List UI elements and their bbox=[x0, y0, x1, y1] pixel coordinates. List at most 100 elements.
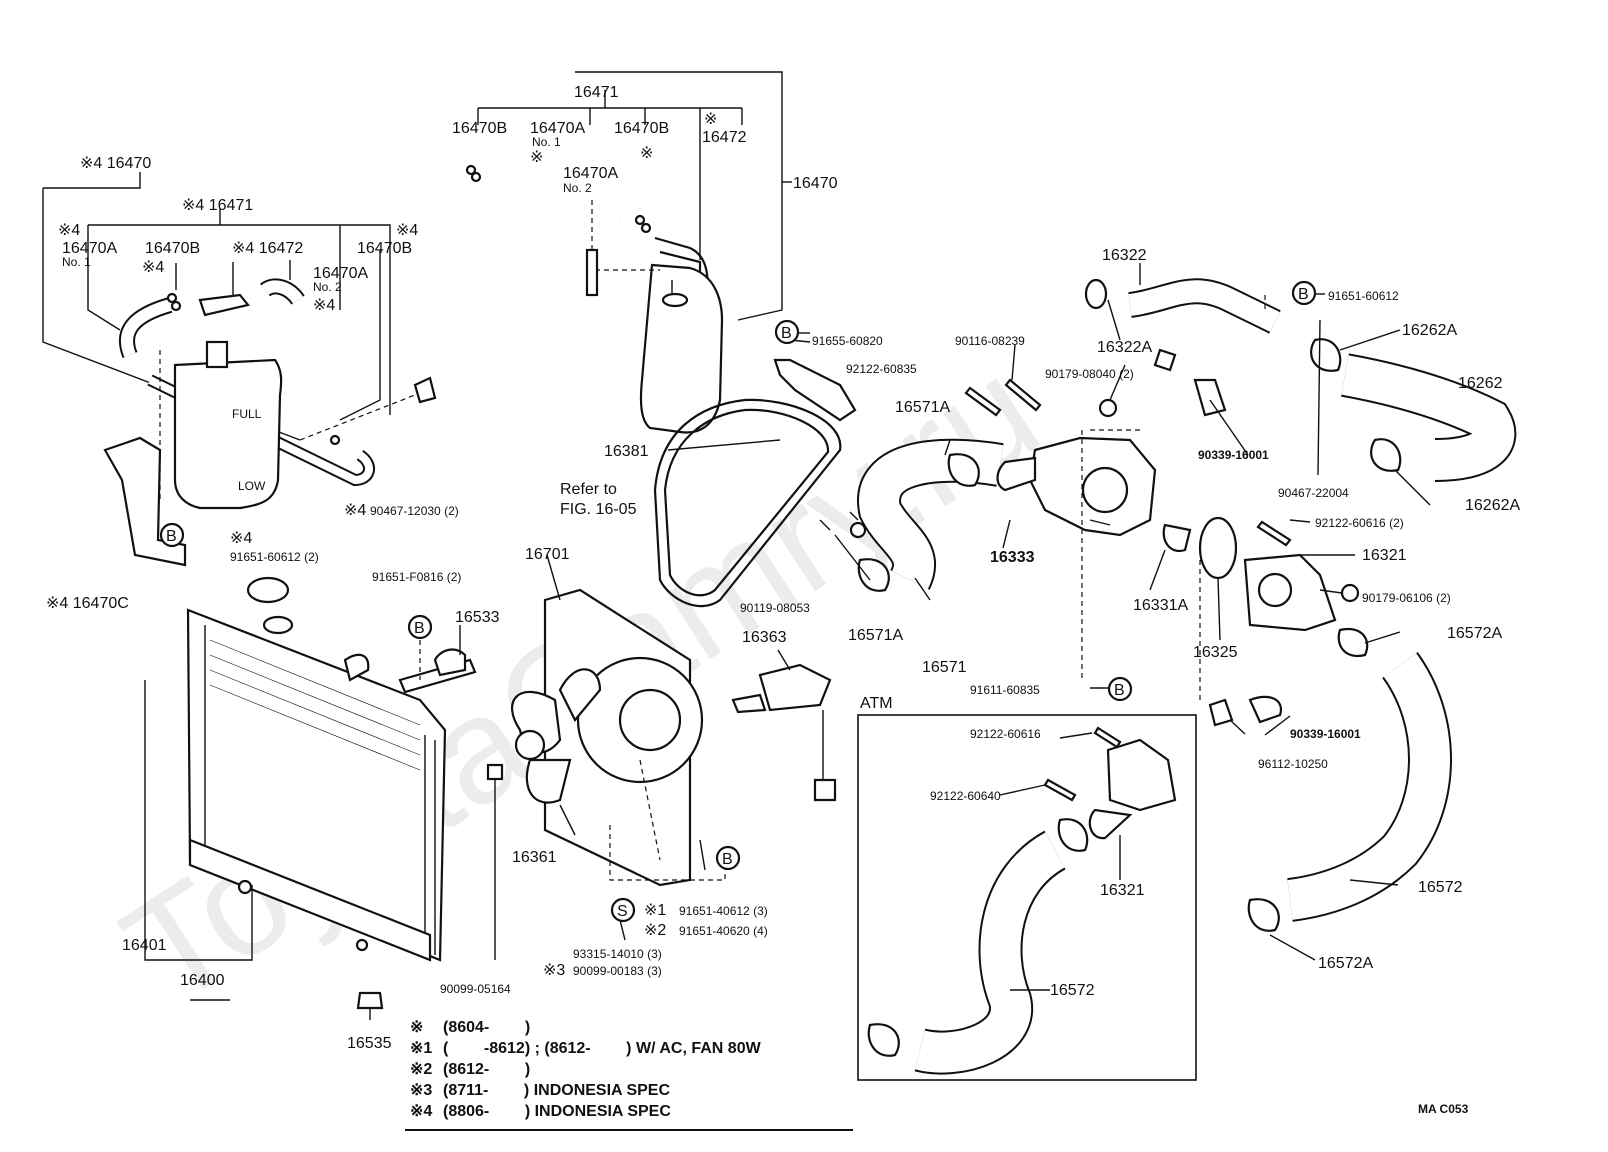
label-91651-40620: 91651-40620 (4) bbox=[679, 924, 768, 938]
label-90339-top: 90339-16001 bbox=[1198, 448, 1269, 462]
star3-mark: ※3 bbox=[543, 962, 565, 979]
label-16470a-mid: 16470A bbox=[530, 120, 585, 137]
label-16322a: 16322A bbox=[1097, 339, 1152, 356]
label-16361: 16361 bbox=[512, 849, 557, 866]
legend-text: (8612- ) bbox=[443, 1061, 530, 1078]
label-90467-22004: 90467-22004 bbox=[1278, 486, 1349, 500]
label-91655-60820: 91655-60820 bbox=[812, 334, 883, 348]
star4-mark: ※4 bbox=[344, 502, 366, 519]
label-90119-08053: 90119-08053 bbox=[740, 601, 810, 615]
label-16470a-left: 16470A bbox=[62, 240, 117, 257]
label-16572-atm: 16572 bbox=[1050, 982, 1095, 999]
star4-mark: ※4 bbox=[230, 530, 252, 547]
label-16571a-top: 16571A bbox=[895, 399, 950, 416]
label-16381: 16381 bbox=[604, 443, 649, 460]
label-16571a-bot: 16571A bbox=[848, 627, 903, 644]
b-mark: B bbox=[1298, 286, 1309, 303]
label-16400: 16400 bbox=[180, 972, 225, 989]
refer-line1: Refer to bbox=[560, 481, 617, 498]
label-91611-60835: 91611-60835 bbox=[970, 683, 1040, 697]
label-96112-10250: 96112-10250 bbox=[1258, 757, 1328, 771]
atm-label: ATM bbox=[860, 695, 893, 712]
label-92122-60835: 92122-60835 bbox=[846, 362, 917, 376]
label-16470b-b: 16470B bbox=[614, 120, 669, 137]
part-labels: 16471 16470B 16470A No. 1 ※ 16470A No. 2… bbox=[46, 84, 1520, 1116]
leader-lines bbox=[190, 263, 1431, 1001]
label-16571: 16571 bbox=[922, 659, 967, 676]
legend-text: (8711- ) INDONESIA SPEC bbox=[443, 1082, 670, 1099]
legend-text: (8806- ) INDONESIA SPEC bbox=[443, 1103, 671, 1120]
drive-belt bbox=[653, 339, 857, 608]
label-90116-08239: 90116-08239 bbox=[955, 334, 1025, 348]
b-mark: B bbox=[781, 325, 792, 342]
label-92122-60640: 92122-60640 bbox=[930, 789, 1001, 803]
label-16262: 16262 bbox=[1458, 375, 1503, 392]
label-16701: 16701 bbox=[525, 546, 570, 563]
label-92122-60616: 92122-60616 bbox=[970, 727, 1041, 741]
label-91651-f0816: 91651-F0816 (2) bbox=[372, 570, 461, 584]
refer-line2: FIG. 16-05 bbox=[560, 501, 637, 518]
label-16470a-left2: 16470A bbox=[313, 265, 368, 282]
full-mark-left: FULL bbox=[232, 407, 262, 421]
label-16470a-no2: 16470A bbox=[563, 165, 618, 182]
label-16535: 16535 bbox=[347, 1035, 392, 1052]
s-mark: S bbox=[617, 903, 628, 920]
label-16325: 16325 bbox=[1193, 644, 1238, 661]
label-16363: 16363 bbox=[742, 629, 787, 646]
label-16322: 16322 bbox=[1102, 247, 1147, 264]
reservoir-group-left: FULL LOW bbox=[42, 172, 437, 567]
label-16472-top: 16472 bbox=[702, 129, 747, 146]
label-16470c: ※4 16470C bbox=[46, 595, 129, 612]
label-90099-00183: 90099-00183 (3) bbox=[573, 964, 662, 978]
legend-mark: ※ bbox=[410, 1019, 423, 1036]
b-mark: B bbox=[414, 620, 425, 637]
label-16470-right: 16470 bbox=[793, 175, 838, 192]
label-16262a-top: 16262A bbox=[1402, 322, 1457, 339]
label-91651-60612: 91651-60612 bbox=[1328, 289, 1399, 303]
radiator bbox=[144, 576, 447, 1020]
label-93315: 93315-14010 (3) bbox=[573, 947, 662, 961]
legend-mark: ※3 bbox=[410, 1082, 432, 1099]
label-16470b-a: 16470B bbox=[452, 120, 507, 137]
fan-assembly bbox=[486, 588, 837, 960]
star4-mark: ※4 bbox=[313, 297, 335, 314]
star4-mark: ※4 bbox=[396, 222, 418, 239]
label-16470b-left2: 16470B bbox=[357, 240, 412, 257]
star4-mark: ※4 bbox=[142, 259, 164, 276]
label-90339-bot: 90339-16001 bbox=[1290, 727, 1361, 741]
reservoir-group-top bbox=[465, 71, 792, 434]
label-16472-left: ※4 16472 bbox=[232, 240, 303, 257]
label-16321-atm: 16321 bbox=[1100, 882, 1145, 899]
legend-mark: ※4 bbox=[410, 1103, 432, 1120]
label-16470-left: ※4 16470 bbox=[80, 155, 151, 172]
label-16572a-bot: 16572A bbox=[1318, 955, 1373, 972]
b-mark: B bbox=[1114, 682, 1125, 699]
b-mark: B bbox=[166, 528, 177, 545]
label-16333: 16333 bbox=[990, 549, 1035, 566]
label-91651-60612-2: 91651-60612 (2) bbox=[230, 550, 319, 564]
star4-mark: ※4 bbox=[58, 222, 80, 239]
label-16470a-left-no1: No. 1 bbox=[62, 255, 91, 269]
label-16470a-no1: No. 1 bbox=[532, 135, 561, 149]
label-16572: 16572 bbox=[1418, 879, 1463, 896]
label-16321: 16321 bbox=[1362, 547, 1407, 564]
star-mark: ※ bbox=[640, 145, 653, 162]
legend: ※(8604- )※1( -8612) ; (8612- ) W/ AC, FA… bbox=[410, 1019, 762, 1120]
b-marks: B B B S B B B bbox=[159, 280, 1317, 923]
label-16470a-no2-note: No. 2 bbox=[563, 181, 592, 195]
label-91651-40612: 91651-40612 (3) bbox=[679, 904, 768, 918]
label-16470a-left2-no2: No. 2 bbox=[313, 280, 342, 294]
water-inlet-group bbox=[849, 278, 1517, 932]
label-16470b-left: 16470B bbox=[145, 240, 200, 257]
label-16401: 16401 bbox=[122, 937, 167, 954]
label-90179-08040: 90179-08040 (2) bbox=[1045, 367, 1134, 381]
atm-box bbox=[857, 714, 1197, 1081]
bracket-16533 bbox=[398, 625, 477, 694]
label-90099-05164: 90099-05164 bbox=[440, 982, 511, 996]
label-16262a-bot: 16262A bbox=[1465, 497, 1520, 514]
low-mark-left: LOW bbox=[238, 479, 266, 493]
label-16471-top: 16471 bbox=[574, 84, 619, 101]
label-16572a-top: 16572A bbox=[1447, 625, 1502, 642]
label-16533: 16533 bbox=[455, 609, 500, 626]
